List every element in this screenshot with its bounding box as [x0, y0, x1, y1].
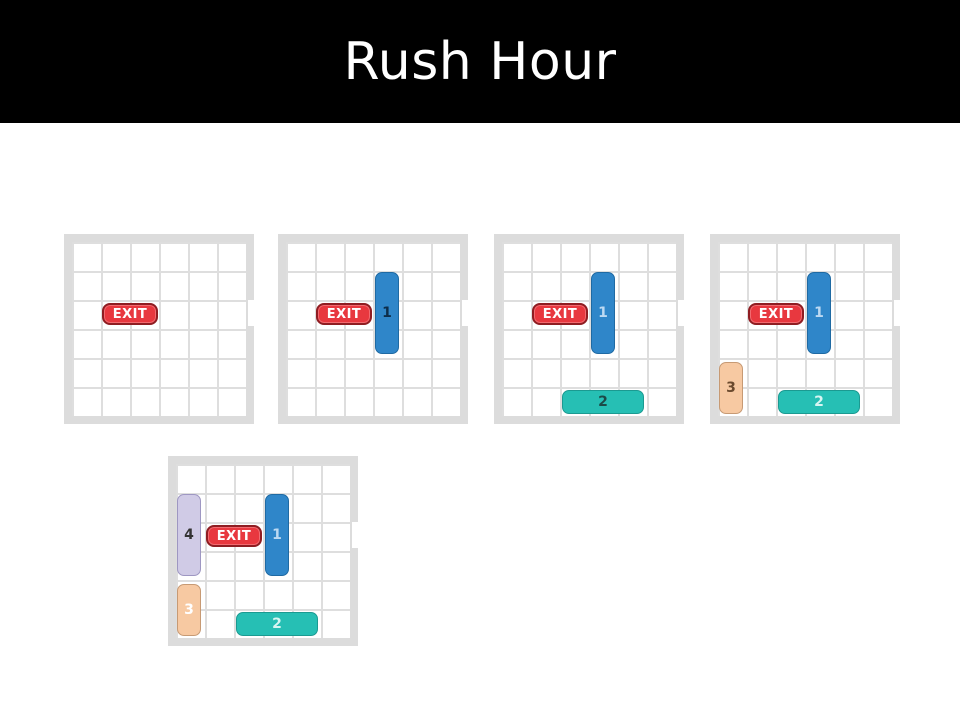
board-grid: [718, 242, 892, 416]
car-1[interactable]: 1: [591, 272, 615, 354]
puzzle-board-3: EXIT 1 2: [494, 234, 688, 424]
puzzle-board-4: EXIT 1 2 3: [710, 234, 904, 424]
car-1[interactable]: 1: [375, 272, 399, 354]
exit-car[interactable]: EXIT: [102, 303, 158, 325]
puzzle-board-2: EXIT 1: [278, 234, 472, 424]
board-grid: [176, 464, 350, 638]
board-exit-gap: [352, 522, 362, 548]
board-exit-gap: [894, 300, 904, 326]
puzzle-board-1: EXIT: [64, 234, 258, 424]
exit-car[interactable]: EXIT: [532, 303, 588, 325]
puzzle-board-5: 4 EXIT 1 3 2: [168, 456, 362, 646]
car-2[interactable]: 2: [778, 390, 860, 414]
board-exit-gap: [248, 300, 258, 326]
board-grid: [72, 242, 246, 416]
exit-car[interactable]: EXIT: [316, 303, 372, 325]
board-grid: [502, 242, 676, 416]
car-2[interactable]: 2: [236, 612, 318, 636]
car-1[interactable]: 1: [807, 272, 831, 354]
exit-car[interactable]: EXIT: [206, 525, 262, 547]
car-4[interactable]: 4: [177, 494, 201, 576]
car-1[interactable]: 1: [265, 494, 289, 576]
page-title: Rush Hour: [343, 31, 617, 92]
board-grid: [286, 242, 460, 416]
car-3[interactable]: 3: [177, 584, 201, 636]
car-3[interactable]: 3: [719, 362, 743, 414]
exit-car[interactable]: EXIT: [748, 303, 804, 325]
board-exit-gap: [678, 300, 688, 326]
board-exit-gap: [462, 300, 472, 326]
title-bar: Rush Hour: [0, 0, 960, 123]
car-2[interactable]: 2: [562, 390, 644, 414]
